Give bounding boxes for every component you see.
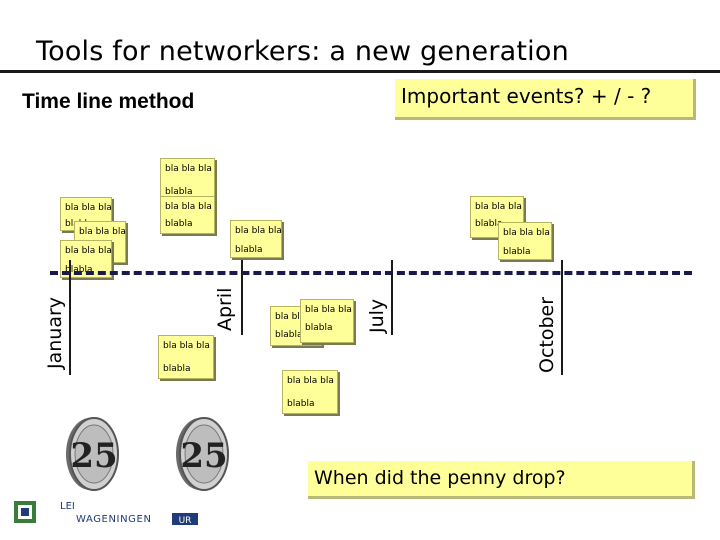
month-label-october: October [536, 296, 558, 373]
note-line: blabla [305, 323, 333, 333]
coin-icon: 25 [66, 417, 119, 491]
logo-wageningen-text: WAGENINGEN [76, 514, 152, 525]
note-july-lower: bla bla bla blabla [282, 370, 338, 414]
month-label-july: July [366, 298, 388, 333]
note-april-top: bla bla bla blabla [160, 158, 215, 200]
month-label-january: January [44, 296, 66, 369]
note-line: bla bla bla [235, 226, 282, 236]
note-line: bla bla bla [305, 305, 352, 315]
coin-value: 25 [180, 436, 227, 476]
coin-icon: 25 [176, 417, 229, 491]
note-line: blabla [235, 245, 263, 255]
note-line: bla bla bla [163, 341, 210, 351]
coin-value: 25 [70, 436, 117, 476]
note-line: bla bla bla [165, 202, 212, 212]
note-april-mid: bla bla bla blabla [160, 196, 215, 234]
month-label-april: April [214, 287, 236, 331]
tick-april [241, 260, 243, 335]
note-line: blabla [165, 219, 193, 229]
note-line: blabla [475, 219, 503, 229]
note-line: bla bla bla [475, 202, 522, 212]
note-line: bla bla bla [275, 312, 322, 322]
note-line: blabla [163, 364, 191, 374]
note-line: blabla [65, 265, 93, 275]
note-line: blabla [165, 187, 193, 197]
logo-ur-text: UR [179, 516, 192, 526]
logo-lei-text: LEI [60, 501, 75, 512]
tick-october [561, 260, 563, 375]
note-line: bla bla bla [287, 376, 334, 386]
callout-penny-drop-text: When did the penny drop? [314, 467, 566, 489]
note-line: bla bla bla [165, 164, 212, 174]
note-july-below-front: bla bla bla blabla [300, 299, 354, 343]
note-april-right: bla bla bla blabla [230, 220, 282, 258]
callout-important-events-text: Important events? + / - ? [401, 84, 652, 108]
callout-important-events: Important events? + / - ? [395, 79, 696, 120]
note-line: blabla [275, 330, 303, 340]
note-line: blabla [503, 247, 531, 257]
note-line: bla bla bla [79, 227, 126, 237]
note-line: bla bla bla [65, 203, 112, 213]
note-april-below: bla bla bla blabla [158, 335, 214, 379]
note-line: bla bla bla [503, 228, 550, 238]
title-underline [0, 70, 720, 73]
lei-wageningen-logo: LEI WAGENINGEN UR [14, 501, 198, 526]
slide-subtitle: Time line method [22, 90, 195, 113]
timeline-dashed-line [50, 271, 692, 275]
note-line: blabla [287, 399, 315, 409]
slide-title: Tools for networkers: a new generation [36, 36, 569, 67]
callout-penny-drop: When did the penny drop? [308, 461, 695, 499]
note-july-front: bla bla bla blabla [498, 222, 552, 260]
note-line: bla bla bla [65, 246, 112, 256]
tick-july [391, 260, 393, 335]
tick-january [69, 260, 71, 375]
